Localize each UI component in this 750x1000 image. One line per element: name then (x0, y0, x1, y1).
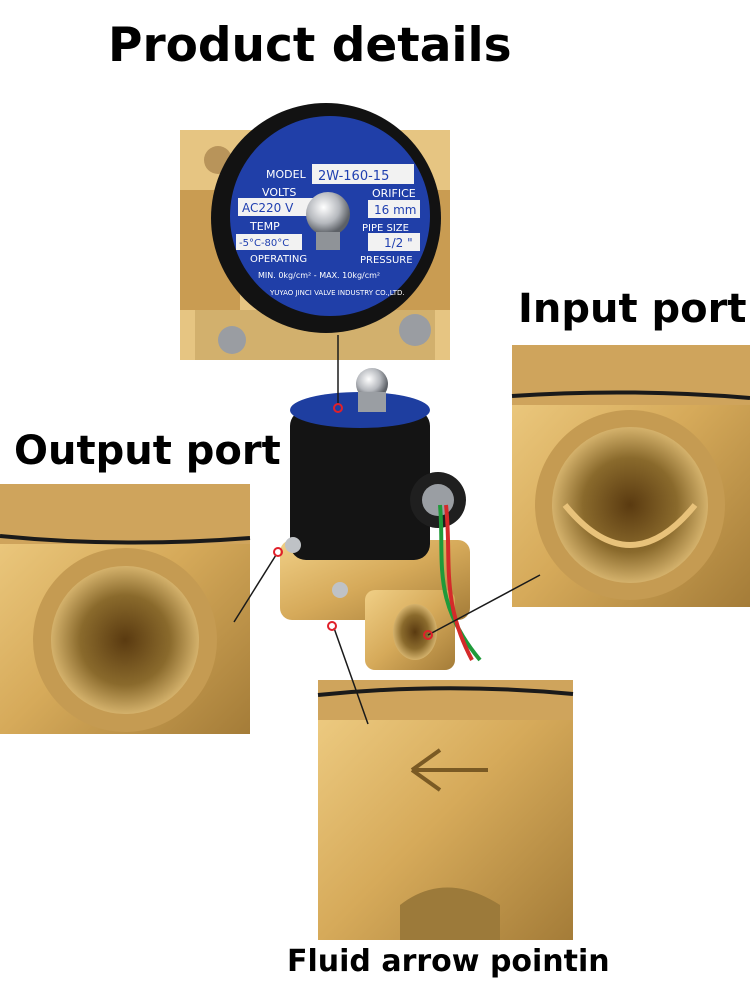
wire-red (444, 504, 474, 661)
label-model-key: MODEL (266, 168, 307, 181)
flow-arrow-icon (410, 748, 488, 792)
coil-closeup-panel: MODEL 2W-160-15 VOLTS ORIFICE AC220 V 16… (180, 103, 450, 360)
label-temp-value: -5°C-80°C (239, 238, 289, 249)
screw-icon (399, 314, 431, 346)
label-temp-key: TEMP (249, 220, 280, 233)
wire-green (438, 504, 482, 662)
label-pressure-range: MIN. 0kg/cm² - MAX. 10kg/cm² (258, 271, 380, 280)
input-port-bore (552, 427, 708, 583)
solenoid-valve (280, 368, 482, 670)
marker-icon (333, 403, 343, 413)
pointer-lines (233, 335, 541, 725)
label-pressure-key: PRESSURE (360, 255, 413, 266)
label-volts-value: AC220 V (242, 201, 294, 215)
label-model-value: 2W-160-15 (318, 169, 389, 184)
marker-icon (273, 547, 283, 557)
label-manufacturer: YUYAO JINCI VALVE INDUSTRY CO.,LTD. (269, 289, 405, 297)
output-port-bore (51, 566, 199, 714)
label-volts-key: VOLTS (262, 186, 296, 199)
output-port-closeup (0, 484, 251, 734)
coil-body (290, 410, 430, 560)
marker-dots (273, 403, 433, 640)
screw-icon (218, 326, 246, 354)
page-title: Product details (108, 18, 512, 73)
fluid-arrow-title: Fluid arrow pointin (287, 944, 610, 979)
label-operating-key: OPERATING (250, 254, 307, 265)
input-port-closeup (511, 345, 750, 607)
dome-nut-icon (306, 192, 350, 236)
label-orifice-value: 16 mm (374, 203, 416, 217)
marker-icon (423, 630, 433, 640)
input-port-title: Input port (518, 286, 747, 332)
label-pipe-value: 1/2 " (384, 236, 413, 250)
marker-icon (327, 621, 337, 631)
output-port-title: Output port (14, 428, 281, 474)
label-orifice-key: ORIFICE (372, 187, 416, 200)
fluid-arrow-closeup (317, 680, 574, 940)
label-pipe-key: PIPE SIZE (362, 223, 409, 234)
